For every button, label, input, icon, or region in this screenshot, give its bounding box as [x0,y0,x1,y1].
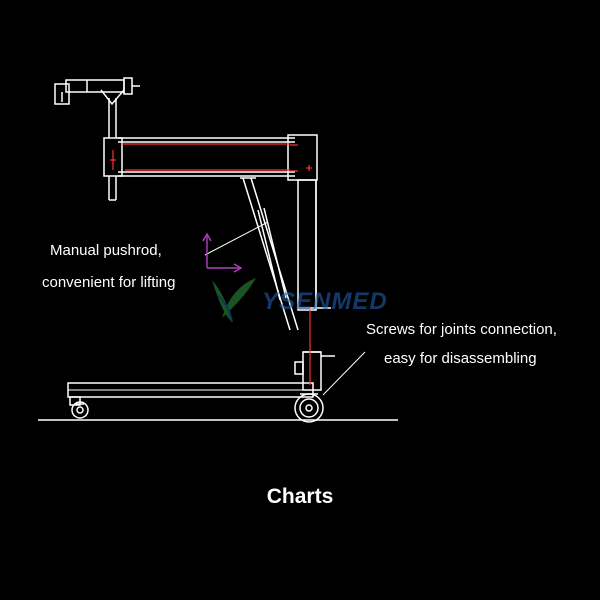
horizontal-arm [103,137,295,177]
pushrod-label-line2: convenient for lifting [42,274,176,291]
screws-leader-line [322,351,366,396]
rear-caster-icon [71,401,89,419]
pushrod-label-line1: Manual pushrod, [50,242,162,259]
screws-label-line1: Screws for joints connection, [366,321,557,338]
screws-label-line2: easy for disassembling [384,350,537,367]
base-frame [67,382,314,406]
vertical-column [287,134,331,311]
front-wheel-icon [294,393,324,423]
figure-caption: Charts [266,485,334,508]
top-post [100,89,125,201]
top-clamp [54,77,140,105]
column-sleeve [294,351,335,391]
watermark-text: YSENMED [262,288,388,315]
pushrod-leader-line [204,221,269,256]
direction-arrows-icon [202,232,243,273]
leaf-logo-icon [212,278,256,323]
red-accent-marks [110,143,312,385]
